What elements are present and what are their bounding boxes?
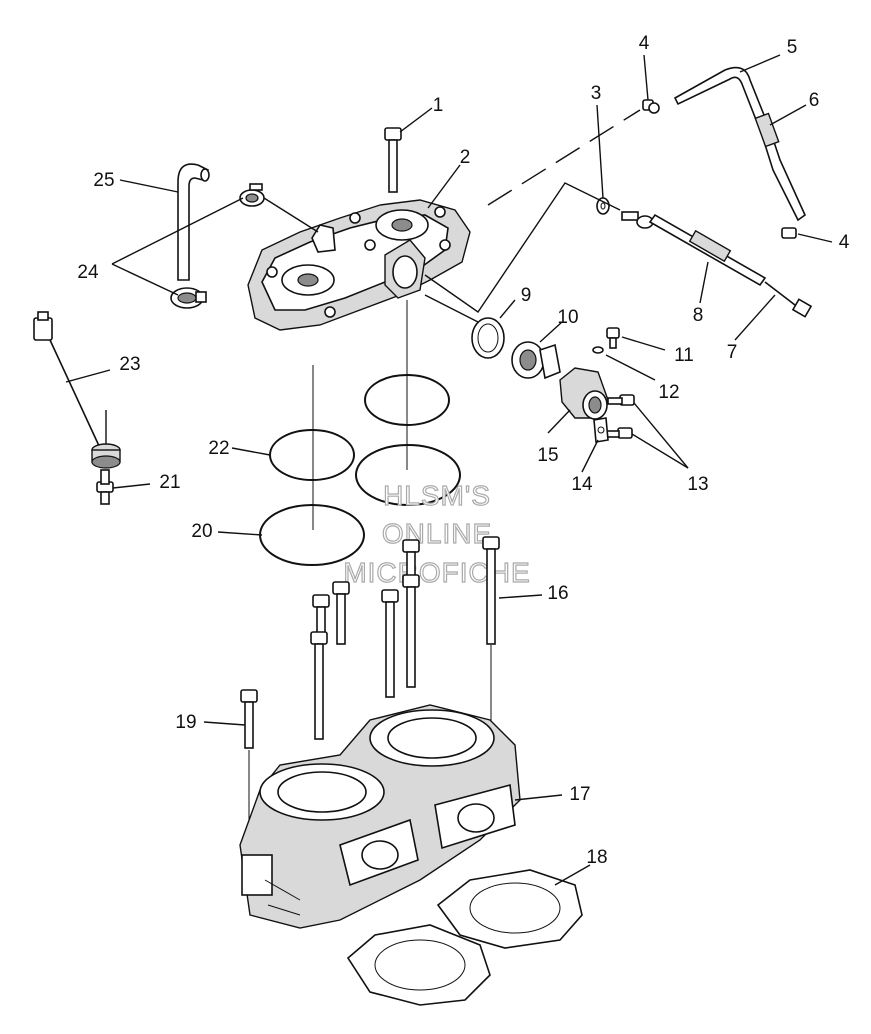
watermark-line-3: MICROFICHE (343, 557, 530, 588)
callout-2: 2 (460, 147, 471, 168)
cylinder-bolts (240, 536, 500, 749)
callout-21: 21 (159, 472, 180, 493)
base-gasket-rear (436, 869, 583, 949)
callout-15: 15 (537, 445, 558, 466)
bleed-screw (606, 327, 620, 349)
hose-clamp-lower (170, 287, 207, 309)
cable-connector-top (642, 99, 660, 114)
callout-8: 8 (693, 305, 704, 326)
head-o-ring-large-left (259, 504, 365, 566)
screw-o-ring (592, 346, 604, 354)
base-gasket-front (346, 924, 491, 1006)
callout-16: 16 (547, 583, 568, 604)
callout-14: 14 (571, 474, 593, 495)
watermark-line-1: HLSM'S (383, 480, 491, 511)
cylinder-block (239, 704, 521, 929)
callout-24: 24 (77, 262, 99, 283)
callout-19: 19 (175, 712, 196, 733)
thermostat-gasket (471, 317, 505, 359)
thermostat (511, 341, 561, 380)
callout-13: 13 (687, 474, 708, 495)
head-bolt (384, 127, 402, 193)
callout-9: 9 (521, 285, 532, 306)
hose-clamp-upper (239, 183, 265, 207)
cylinder-head (247, 199, 471, 331)
head-o-ring-large-right (355, 444, 461, 506)
housing-bolts (604, 394, 635, 439)
callout-4-right: 4 (839, 232, 850, 253)
callout-1: 1 (433, 95, 444, 116)
callout-4-top: 4 (639, 33, 650, 54)
callout-7: 7 (727, 342, 738, 363)
watermark: HLSM'S ONLINE MICROFICHE (343, 479, 531, 588)
temperature-sensor (33, 311, 101, 449)
throttle-cable (621, 211, 813, 318)
callout-25: 25 (93, 170, 114, 191)
thermostat-housing (559, 367, 609, 420)
mounting-bracket (593, 417, 609, 443)
watermark-line-2: ONLINE (382, 518, 492, 549)
bypass-hose (177, 163, 210, 281)
callout-labels: 1 2 3 4 5 6 4 8 7 9 10 11 12 13 15 14 13… (77, 33, 849, 868)
callout-5: 5 (787, 37, 798, 58)
callout-22: 22 (208, 438, 229, 459)
callout-17: 17 (569, 784, 590, 805)
grommet (91, 443, 121, 469)
washer (596, 197, 610, 215)
sensor-bolt (96, 469, 114, 505)
head-o-ring-small-left (269, 429, 355, 481)
leader-lines (65, 54, 833, 886)
callout-20: 20 (191, 521, 212, 542)
callout-10: 10 (557, 307, 578, 328)
callout-11: 11 (674, 345, 694, 366)
callout-6: 6 (809, 90, 820, 111)
callout-3: 3 (591, 83, 602, 104)
bleed-hose (673, 66, 807, 222)
callout-12: 12 (658, 382, 679, 403)
callout-23: 23 (119, 354, 140, 375)
callout-18: 18 (586, 847, 607, 868)
cable-end (781, 227, 797, 239)
